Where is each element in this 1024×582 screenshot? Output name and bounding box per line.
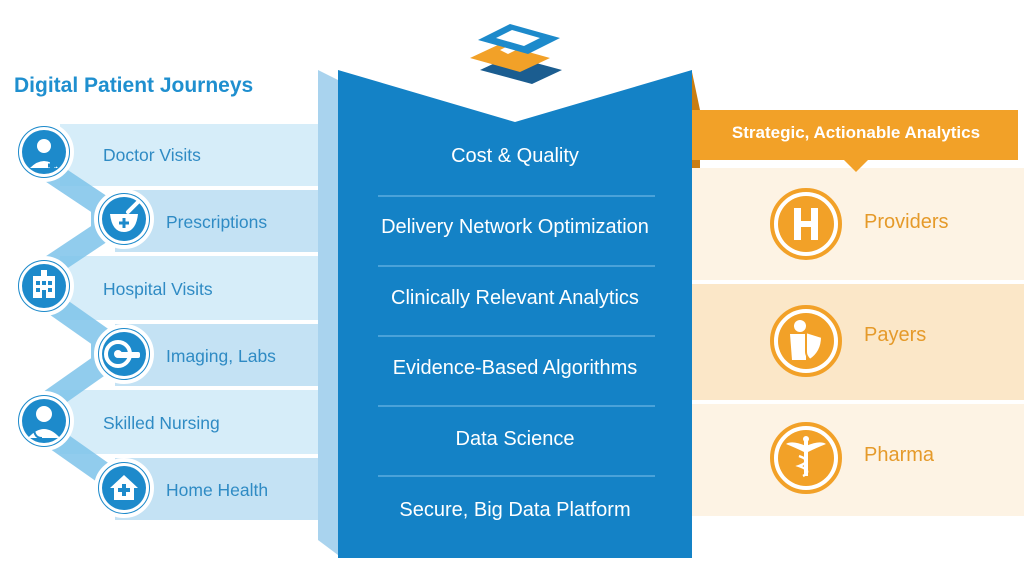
mri-scanner-icon bbox=[94, 324, 154, 384]
journeys-title: Digital Patient Journeys bbox=[14, 74, 254, 97]
stacked-layers-logo bbox=[470, 24, 562, 84]
step-home-health: Home Health bbox=[166, 480, 269, 500]
stakeholder-payers: Payers bbox=[864, 324, 927, 346]
caduceus-icon bbox=[770, 422, 842, 494]
nurse-icon bbox=[14, 391, 74, 451]
capability-data-science: Data Science bbox=[455, 428, 575, 450]
strategic-header bbox=[692, 110, 1018, 172]
hospital-h-icon bbox=[770, 188, 842, 260]
step-prescriptions: Prescriptions bbox=[166, 212, 268, 232]
home-health-icon bbox=[94, 458, 154, 518]
capability-delivery-network: Delivery Network Optimization bbox=[381, 216, 649, 238]
stakeholder-providers: Providers bbox=[864, 211, 949, 233]
capability-evidence-algorithms: Evidence-Based Algorithms bbox=[392, 357, 638, 379]
shield-person-icon bbox=[770, 305, 842, 377]
capability-big-data-platform: Secure, Big Data Platform bbox=[399, 499, 631, 521]
stakeholder-pharma: Pharma bbox=[864, 444, 935, 466]
strategic-analytics-title: Strategic, Actionable Analytics bbox=[731, 123, 981, 142]
doctor-icon bbox=[14, 122, 74, 182]
capability-cost-quality: Cost & Quality bbox=[451, 145, 579, 167]
mortar-pestle-icon bbox=[94, 189, 154, 249]
step-imaging-labs: Imaging, Labs bbox=[166, 346, 276, 366]
step-skilled-nursing: Skilled Nursing bbox=[103, 413, 220, 433]
hospital-icon bbox=[14, 256, 74, 316]
analytics-panel bbox=[318, 70, 692, 558]
stakeholder-bands bbox=[690, 72, 1024, 516]
step-hospital-visits: Hospital Visits bbox=[103, 279, 213, 299]
journey-bands bbox=[60, 124, 345, 520]
step-doctor-visits: Doctor Visits bbox=[103, 145, 201, 165]
capability-clinical-analytics: Clinically Relevant Analytics bbox=[391, 287, 639, 309]
